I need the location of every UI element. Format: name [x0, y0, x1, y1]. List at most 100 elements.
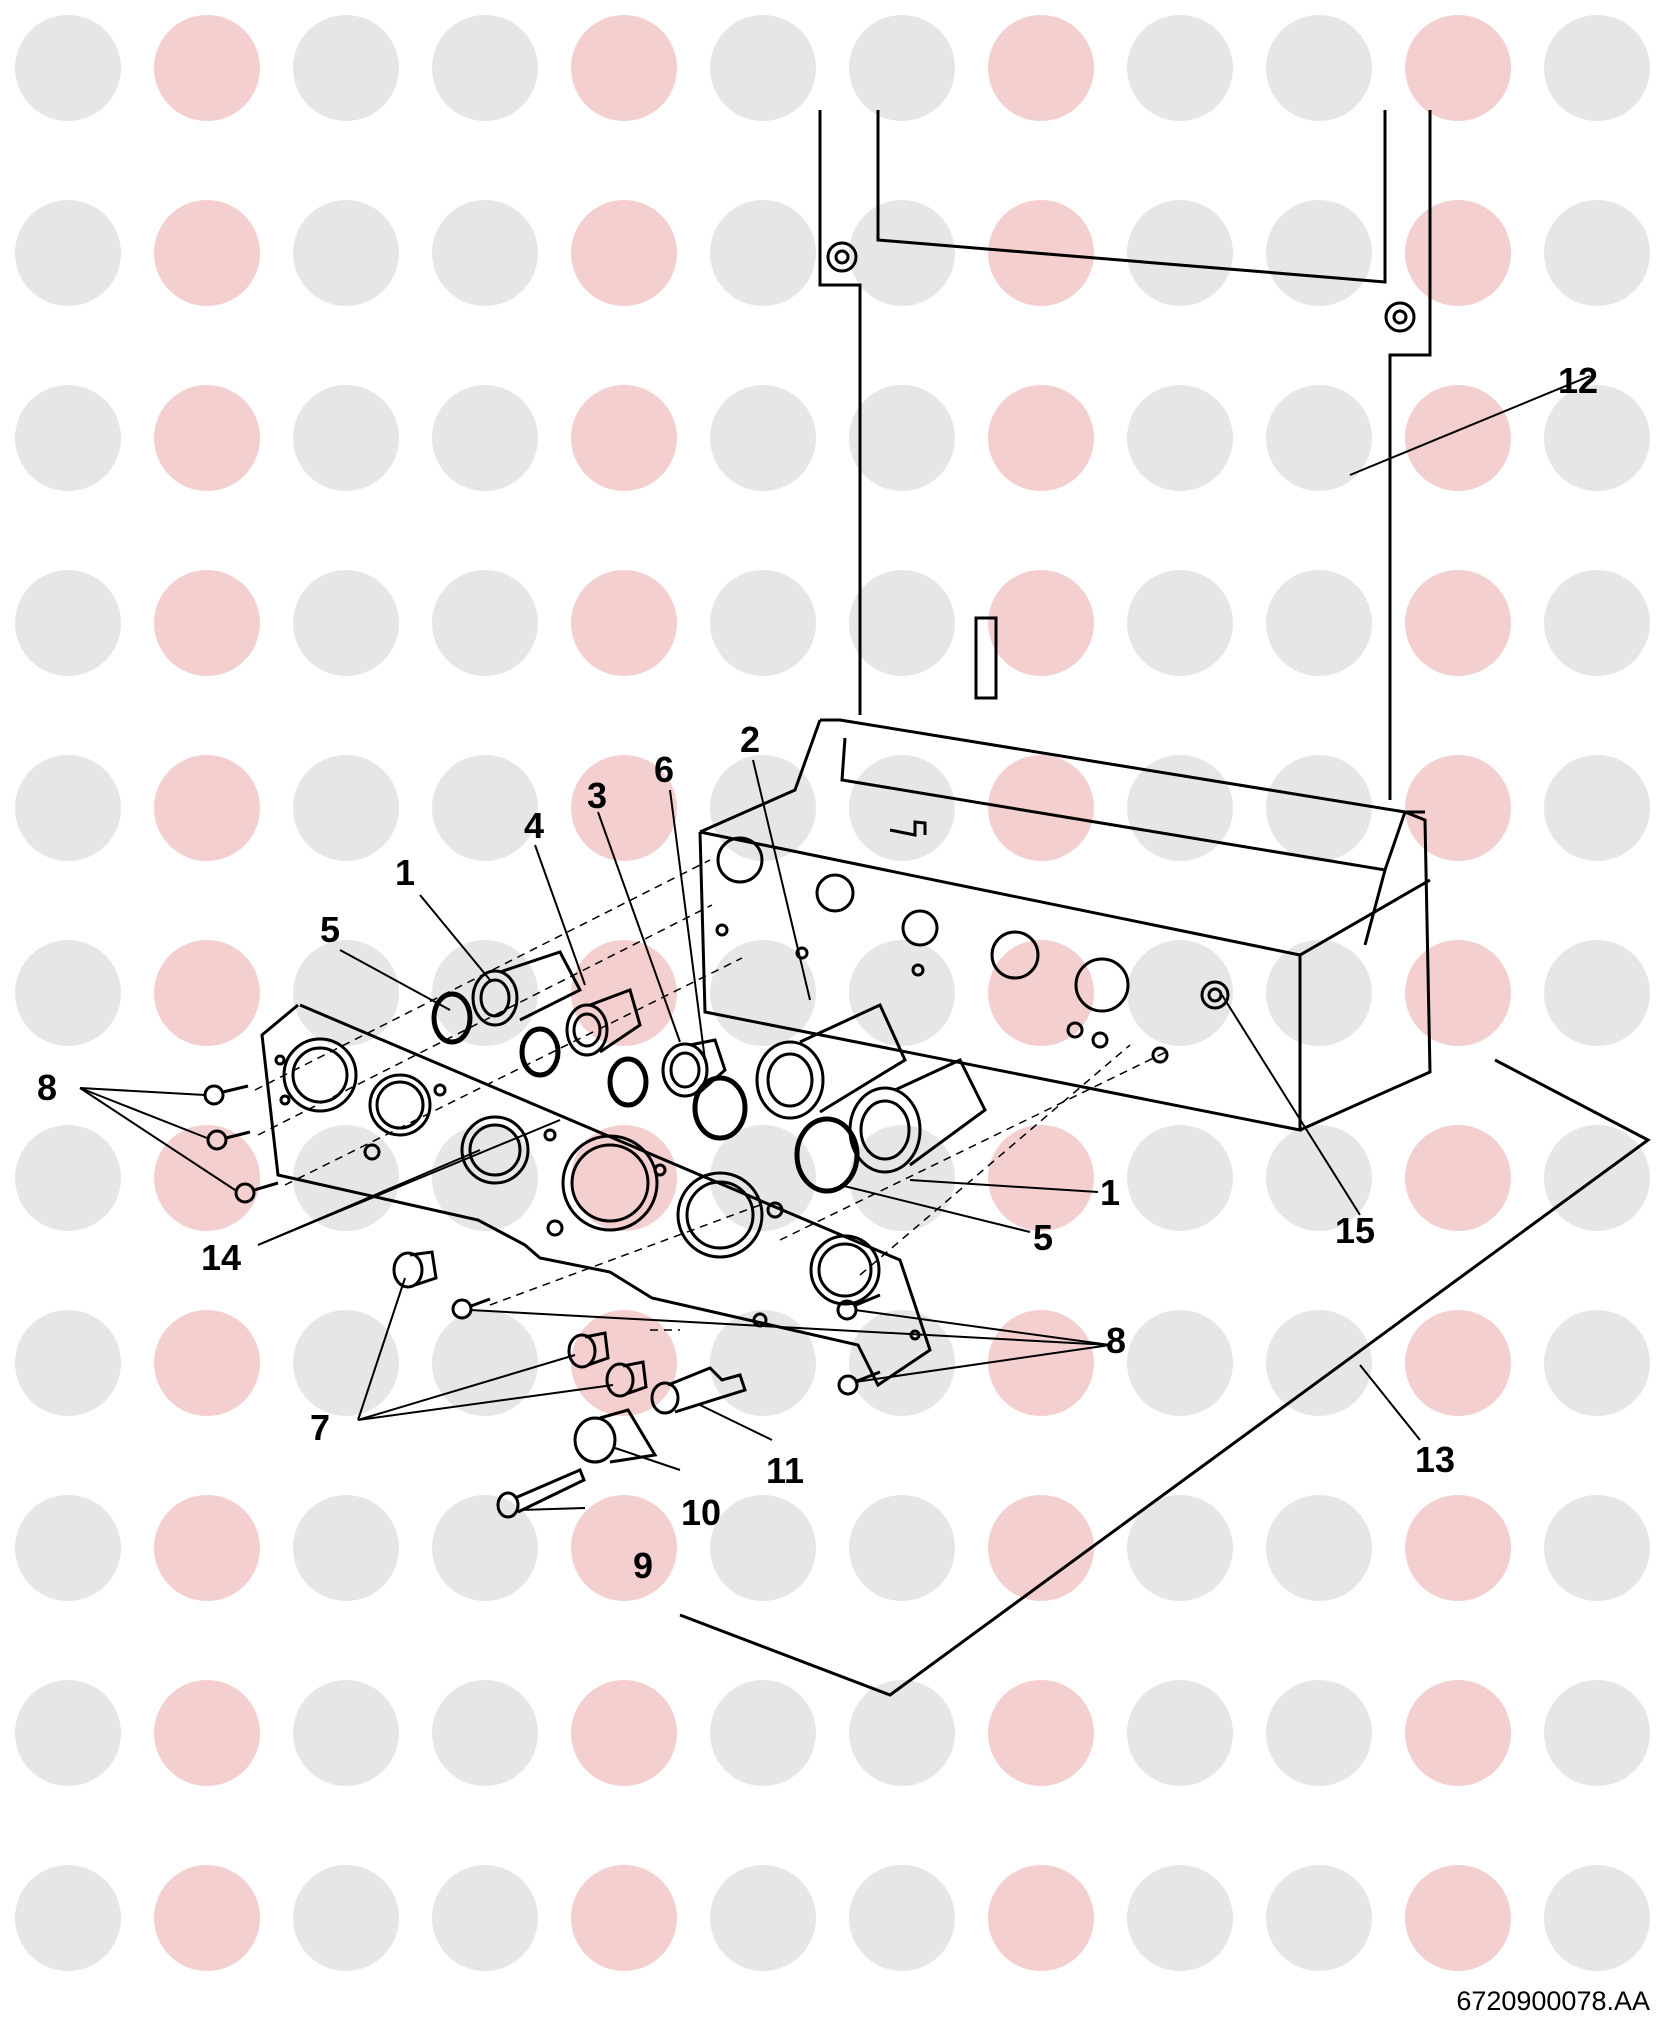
label-4: 4 — [524, 805, 544, 846]
watermark-circle — [849, 385, 955, 491]
label-3: 3 — [587, 775, 607, 816]
watermark-circle — [988, 1125, 1094, 1231]
screw-group — [203, 1084, 881, 1396]
watermark-circle — [571, 385, 677, 491]
watermark-circle — [710, 1865, 816, 1971]
watermark-circle — [1127, 1310, 1233, 1416]
watermark-circle — [849, 1680, 955, 1786]
watermark-circle — [710, 200, 816, 306]
alignment-lines — [254, 859, 1171, 1331]
leader-lines — [79, 375, 1591, 1511]
watermark-circle — [1127, 570, 1233, 676]
label-7: 7 — [310, 1407, 330, 1448]
watermark-circle — [154, 570, 260, 676]
watermark-circle — [15, 1495, 121, 1601]
watermark-circle — [293, 1495, 399, 1601]
watermark-circle — [1405, 385, 1511, 491]
watermark-circle — [1127, 1680, 1233, 1786]
watermark-circle — [1266, 1680, 1372, 1786]
watermark-circle — [432, 15, 538, 121]
watermark-circle — [293, 570, 399, 676]
label-12: 12 — [1558, 360, 1598, 401]
watermark-circle — [1127, 1865, 1233, 1971]
watermark-circle — [15, 15, 121, 121]
watermark-circle — [1266, 570, 1372, 676]
label-8b: 8 — [1106, 1320, 1126, 1361]
watermark-circle — [293, 1125, 399, 1231]
watermark-circle — [1405, 755, 1511, 861]
watermark-circle — [1266, 385, 1372, 491]
watermark-circle — [849, 755, 955, 861]
label-5b: 5 — [1033, 1217, 1053, 1258]
boiler-casing — [818, 110, 1432, 800]
watermark-circle — [849, 940, 955, 1046]
watermark-circle — [571, 755, 677, 861]
watermark-circle — [432, 1125, 538, 1231]
watermark-circle — [1127, 1125, 1233, 1231]
watermark-circle — [710, 570, 816, 676]
watermark-circle — [15, 1125, 121, 1231]
watermark-circle — [154, 200, 260, 306]
watermark-circle — [432, 1865, 538, 1971]
watermark-circle — [293, 385, 399, 491]
watermark-circle — [1127, 385, 1233, 491]
watermark-circle — [293, 200, 399, 306]
watermark-circle — [710, 1680, 816, 1786]
watermark-circle — [293, 1310, 399, 1416]
watermark-circle — [1127, 200, 1233, 306]
watermark-circle — [710, 1310, 816, 1416]
watermark-circle — [293, 1680, 399, 1786]
label-14: 14 — [201, 1237, 241, 1278]
watermark-circle — [15, 570, 121, 676]
watermark-circle — [154, 755, 260, 861]
watermark-circle — [154, 1310, 260, 1416]
watermark-circle — [432, 385, 538, 491]
watermark-circle — [988, 1310, 1094, 1416]
watermark-circle — [988, 1865, 1094, 1971]
watermark-circle — [1405, 1495, 1511, 1601]
label-1a: 1 — [395, 852, 415, 893]
watermark-circle — [15, 385, 121, 491]
watermark-circle — [571, 1865, 677, 1971]
watermark-circle — [432, 1680, 538, 1786]
watermark-circle — [154, 1680, 260, 1786]
watermark-circle — [432, 1495, 538, 1601]
watermark-circle — [432, 940, 538, 1046]
watermark-circle — [1405, 1310, 1511, 1416]
watermark-circle — [988, 1680, 1094, 1786]
label-6: 6 — [654, 749, 674, 790]
watermark-circle — [1405, 1125, 1511, 1231]
label-10: 10 — [681, 1492, 721, 1533]
watermark-circle — [1544, 1865, 1650, 1971]
watermark-circle — [293, 1865, 399, 1971]
label-11: 11 — [766, 1450, 804, 1491]
watermark-circle — [154, 1495, 260, 1601]
watermark-circle — [1405, 1865, 1511, 1971]
watermark-circle — [1266, 15, 1372, 121]
watermark-circle — [1544, 1495, 1650, 1601]
watermark-circle — [710, 1125, 816, 1231]
watermark-circle — [1266, 755, 1372, 861]
base-tray — [698, 718, 1432, 1132]
watermark-circle — [571, 1310, 677, 1416]
watermark-circle — [1266, 1310, 1372, 1416]
watermark-circle — [849, 15, 955, 121]
watermark-circle — [988, 755, 1094, 861]
watermark-circle — [988, 1495, 1094, 1601]
watermark-circle — [849, 1865, 955, 1971]
watermark-circle — [710, 755, 816, 861]
watermark-circle — [1405, 940, 1511, 1046]
watermark-circle — [154, 15, 260, 121]
watermark-circle — [571, 15, 677, 121]
watermark-circle — [1544, 1310, 1650, 1416]
watermark-circle — [1544, 755, 1650, 861]
watermark-circle — [1405, 570, 1511, 676]
watermark-circle — [710, 385, 816, 491]
watermark-circle — [1127, 940, 1233, 1046]
watermark-circle — [1127, 1495, 1233, 1601]
watermark-circle — [1544, 570, 1650, 676]
watermark-circle — [1266, 1125, 1372, 1231]
watermark-circle — [15, 1865, 121, 1971]
